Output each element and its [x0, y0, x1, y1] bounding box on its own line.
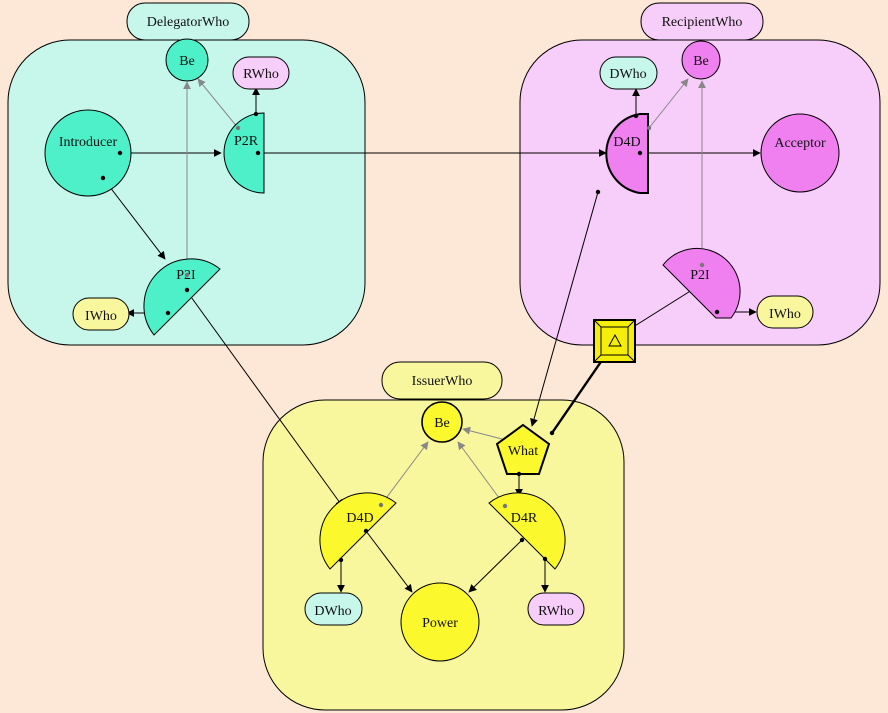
delegator-rwho-label: RWho	[243, 67, 279, 82]
edge-recipient-d4d-what	[530, 191, 599, 427]
recipient-dwho-node[interactable]: DWho	[599, 56, 658, 90]
p2r-label: P2R	[234, 134, 259, 149]
edge-what-be	[462, 426, 503, 440]
issuer-d4d-node[interactable]: D4D	[319, 492, 397, 570]
delegator-rwho-node[interactable]: RWho	[232, 56, 290, 90]
recipient-iwho-label: IWho	[769, 307, 801, 322]
edge-p2r-be	[197, 78, 239, 129]
recipient-dwho-label: DWho	[609, 67, 646, 82]
delegator-iwho-node[interactable]: IWho	[72, 297, 130, 331]
recipient-title[interactable]: RecipientWho	[640, 2, 764, 41]
issuer-be-label: Be	[434, 416, 450, 431]
port-dots	[100, 111, 720, 563]
recipient-be-node[interactable]: Be	[681, 40, 721, 80]
what-label: What	[508, 444, 538, 459]
edge-issuer-d4r-be	[457, 441, 506, 507]
recipient-iwho-node[interactable]: IWho	[756, 295, 814, 329]
issuer-be-node[interactable]: Be	[421, 401, 463, 443]
edge-introducer-p2i	[102, 177, 166, 260]
issuer-d4d-label: D4D	[346, 511, 373, 526]
issuer-title-label: IssuerWho	[412, 374, 473, 389]
power-label: Power	[422, 616, 458, 631]
delegator-be-label: Be	[179, 54, 195, 69]
introducer-node[interactable]: Introducer	[44, 109, 132, 197]
recipient-d4d-label: D4D	[613, 135, 640, 150]
edge-what-attest	[551, 352, 608, 434]
recipient-p2i-node[interactable]: P2I	[662, 247, 741, 319]
delegator-title-label: DelegatorWho	[147, 15, 229, 30]
edge-issuer-d4r-power	[468, 539, 523, 593]
issuer-rwho-node[interactable]: RWho	[527, 592, 585, 626]
p2r-node[interactable]: P2R	[223, 112, 265, 194]
issuer-rwho-label: RWho	[538, 604, 574, 619]
delegator-be-node[interactable]: Be	[165, 38, 209, 82]
issuer-dwho-node[interactable]: DWho	[304, 592, 363, 626]
edge-issuer-d4d-be	[380, 441, 429, 506]
what-node[interactable]: What	[495, 423, 551, 475]
power-node[interactable]: Power	[400, 582, 480, 662]
acceptor-label: Acceptor	[774, 136, 826, 151]
issuer-title[interactable]: IssuerWho	[381, 361, 503, 400]
edge-d4d-be	[648, 78, 689, 129]
issuer-group	[262, 399, 625, 711]
recipient-title-label: RecipientWho	[662, 15, 743, 30]
delegator-iwho-label: IWho	[85, 309, 117, 324]
recipient-be-label: Be	[693, 54, 709, 69]
edge-issuer-d4d-power	[365, 530, 413, 593]
grey-port-dots	[184, 125, 705, 509]
attestation-icon[interactable]	[593, 319, 636, 363]
issuer-d4r-node[interactable]: D4R	[488, 492, 566, 570]
acceptor-node[interactable]: Acceptor	[760, 113, 840, 193]
introducer-label: Introducer	[59, 135, 118, 150]
edge-p2i-issuer-d4d	[185, 289, 344, 508]
delegator-title[interactable]: DelegatorWho	[126, 2, 250, 41]
issuer-d4r-label: D4R	[511, 511, 538, 526]
issuer-dwho-label: DWho	[314, 604, 351, 619]
recipient-p2i-label: P2I	[690, 268, 710, 283]
recipient-d4d-node[interactable]: D4D	[605, 113, 649, 194]
